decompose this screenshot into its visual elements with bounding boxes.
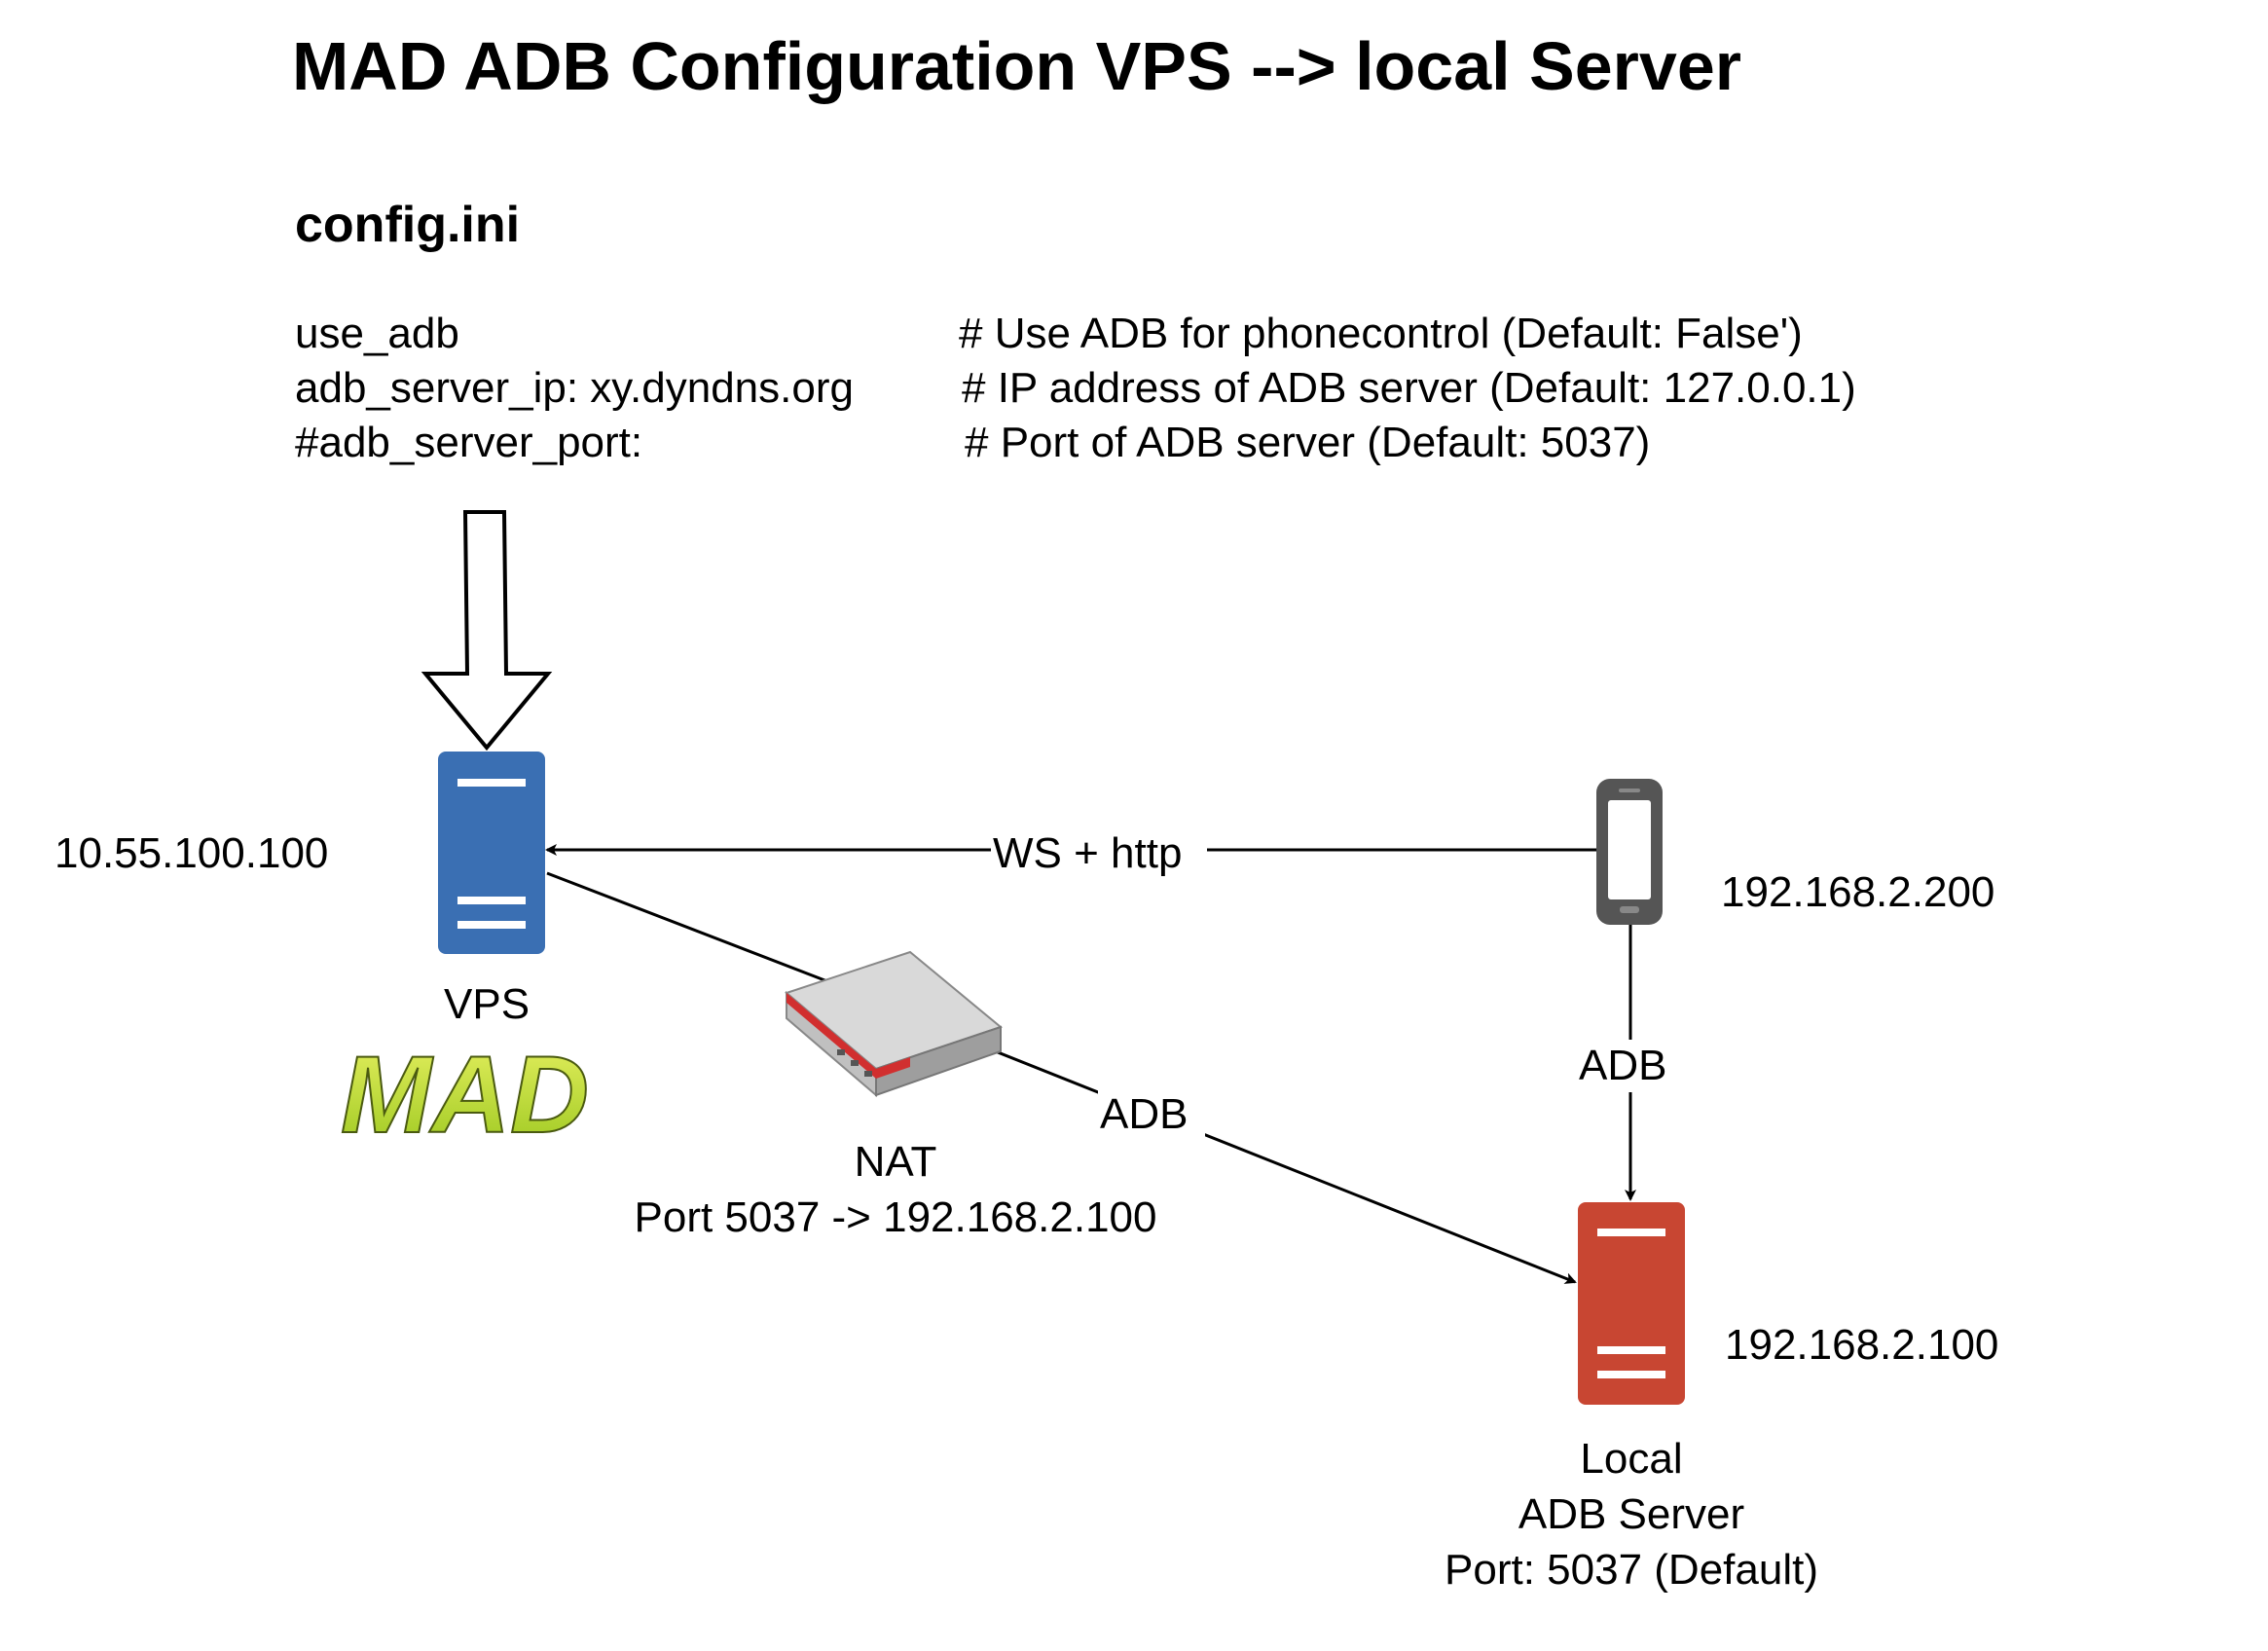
edge-label-phone-adb: ADB bbox=[1579, 1042, 1667, 1089]
phone-ip-label: 192.168.2.200 bbox=[1721, 868, 1995, 916]
mad-logo: MAD bbox=[341, 1034, 589, 1156]
edge-label-vps-adb: ADB bbox=[1100, 1090, 1189, 1138]
nat-rule-label: Port 5037 -> 192.168.2.100 bbox=[634, 1193, 1157, 1241]
local-adb-server-icon bbox=[1578, 1202, 1685, 1405]
config-comment-adb-server-port: # Port of ADB server (Default: 5037) bbox=[965, 419, 1651, 466]
vps-ip-label: 10.55.100.100 bbox=[55, 829, 329, 877]
local-server-label-line1: Local bbox=[1580, 1435, 1683, 1483]
local-server-ip-label: 192.168.2.100 bbox=[1725, 1321, 1999, 1369]
nat-label: NAT bbox=[854, 1138, 937, 1186]
config-key-adb-server-port: #adb_server_port: bbox=[295, 419, 643, 466]
phone-icon bbox=[1596, 779, 1663, 925]
vps-label: VPS bbox=[444, 980, 530, 1028]
vps-server-icon bbox=[438, 752, 545, 954]
config-comment-adb-server-ip: # IP address of ADB server (Default: 127… bbox=[962, 364, 1856, 412]
nat-router-icon bbox=[784, 950, 1004, 1098]
config-key-adb-server-ip: adb_server_ip: xy.dyndns.org bbox=[295, 364, 854, 412]
page-title: MAD ADB Configuration VPS --> local Serv… bbox=[292, 28, 1742, 104]
edge-nat-to-local bbox=[982, 1045, 1577, 1284]
config-comment-use-adb: # Use ADB for phonecontrol (Default: Fal… bbox=[959, 310, 1803, 357]
local-server-label-line3: Port: 5037 (Default) bbox=[1445, 1546, 1818, 1594]
config-heading: config.ini bbox=[295, 197, 521, 253]
config-apply-arrow-icon bbox=[421, 510, 553, 752]
local-server-label-line2: ADB Server bbox=[1518, 1490, 1745, 1538]
edge-vps-to-nat bbox=[546, 871, 833, 985]
edge-label-ws-http: WS + http bbox=[993, 829, 1183, 877]
config-key-use-adb: use_adb bbox=[295, 310, 459, 357]
